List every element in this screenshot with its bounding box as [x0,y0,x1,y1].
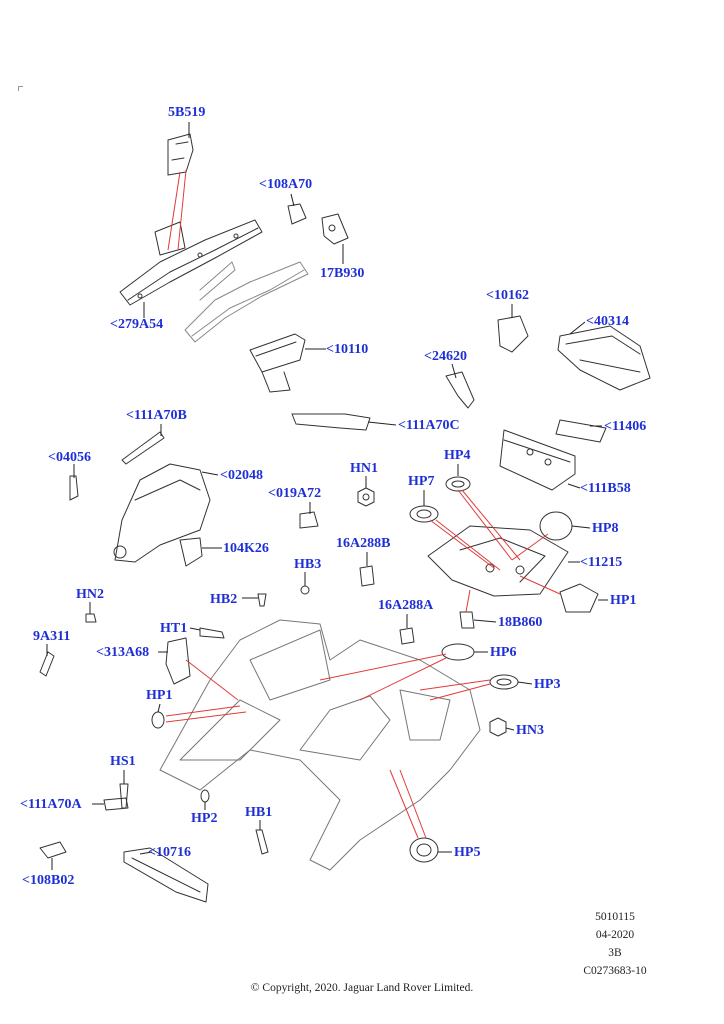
part-HT1[interactable] [199,627,225,639]
label-HT1[interactable]: HT1 [160,621,188,636]
label-111A70C[interactable]: <111A70C [398,418,460,433]
part-11215[interactable] [427,525,569,597]
label-5B519[interactable]: 5B519 [168,105,206,120]
part-HP3[interactable] [489,674,519,690]
label-40314[interactable]: <40314 [586,314,629,329]
label-111B58[interactable]: <111B58 [580,481,631,496]
part-10162[interactable] [497,315,529,353]
label-HP4[interactable]: HP4 [444,448,471,463]
label-HB1[interactable]: HB1 [245,805,273,820]
diagram-date: 04-2020 [595,929,635,941]
part-5B519[interactable] [167,133,194,176]
leader-lines [46,122,608,870]
label-HN1[interactable]: HN1 [350,461,378,476]
label-HB2[interactable]: HB2 [210,592,238,607]
label-16A288A[interactable]: 16A288A [378,598,434,613]
label-HP7[interactable]: HP7 [408,474,435,489]
label-HP3[interactable]: HP3 [534,677,561,692]
part-HP1-left[interactable] [151,711,165,729]
part-108A70[interactable] [287,203,307,225]
association-lines [165,169,561,839]
part-HB3[interactable] [300,585,310,595]
part-HN1[interactable] [357,487,375,507]
label-HP1-right[interactable]: HP1 [610,593,637,608]
label-019A72[interactable]: <019A72 [268,486,322,501]
part-111A70B[interactable] [121,431,165,465]
part-104K26[interactable] [179,537,203,567]
label-108B02[interactable]: <108B02 [22,873,75,888]
copyright-notice: © Copyright, 2020. Jaguar Land Rover Lim… [250,982,474,994]
label-279A54[interactable]: <279A54 [110,317,164,332]
label-HS1[interactable]: HS1 [110,754,136,769]
part-rail-lower [184,261,309,343]
part-24620[interactable] [445,371,475,409]
label-HN2[interactable]: HN2 [76,587,104,602]
part-HP6[interactable] [441,643,475,661]
part-HP5[interactable] [409,837,439,863]
part-HN3[interactable] [489,717,507,737]
label-04056[interactable]: <04056 [48,450,91,465]
label-11215[interactable]: <11215 [580,555,623,570]
part-04056[interactable] [69,475,79,501]
part-HB2[interactable] [257,593,267,607]
label-HN3[interactable]: HN3 [516,723,544,738]
label-24620[interactable]: <24620 [424,349,467,364]
label-111A70B[interactable]: <111A70B [126,408,187,423]
part-HB1[interactable] [255,829,269,855]
part-HP1-right[interactable] [559,583,599,613]
label-313A68[interactable]: <313A68 [96,645,150,660]
part-02048[interactable] [113,463,211,563]
label-HP6[interactable]: HP6 [490,645,517,660]
part-16A288B[interactable] [359,565,375,587]
part-279A54[interactable] [119,219,263,306]
part-HN2[interactable] [85,613,97,623]
label-11406[interactable]: <11406 [604,419,647,434]
part-313A68[interactable] [165,637,191,685]
part-10716[interactable] [123,847,209,903]
diagram-code: 5010115 [595,911,635,923]
label-104K26[interactable]: 104K26 [223,541,269,556]
label-02048[interactable]: <02048 [220,468,263,483]
part-rear-floor-frame [159,619,481,871]
label-HP2[interactable]: HP2 [191,811,218,826]
part-019A72[interactable] [299,511,319,529]
diagram-reference: C0273683-10 [583,965,647,977]
label-10716[interactable]: <10716 [148,845,191,860]
part-16A288A[interactable] [399,627,415,645]
part-111B58[interactable] [499,429,576,491]
part-108B02[interactable] [39,841,67,859]
part-111A70A[interactable] [103,797,129,811]
label-HP8[interactable]: HP8 [592,521,619,536]
part-HP7[interactable] [409,505,439,523]
label-HP5[interactable]: HP5 [454,845,481,860]
diagram-revision: 3B [608,947,622,959]
part-11406[interactable] [555,419,607,443]
part-40314[interactable] [557,325,651,391]
part-18B860[interactable] [459,611,475,629]
part-HP2[interactable] [200,789,210,803]
part-10110[interactable] [249,333,306,393]
label-HP1-left[interactable]: HP1 [146,688,173,703]
label-9A311[interactable]: 9A311 [33,629,71,644]
label-HB3[interactable]: HB3 [294,557,322,572]
label-17B930[interactable]: 17B930 [320,266,365,281]
part-HP4[interactable] [445,476,471,492]
part-17B930[interactable] [321,213,349,245]
corner-mark [18,86,23,91]
label-108A70[interactable]: <108A70 [259,177,313,192]
label-10110[interactable]: <10110 [326,342,369,357]
part-111A70C[interactable] [291,413,371,431]
label-18B860[interactable]: 18B860 [498,615,543,630]
part-9A311[interactable] [39,651,55,677]
label-16A288B[interactable]: 16A288B [336,536,391,551]
label-111A70A[interactable]: <111A70A [20,797,82,812]
label-10162[interactable]: <10162 [486,288,529,303]
